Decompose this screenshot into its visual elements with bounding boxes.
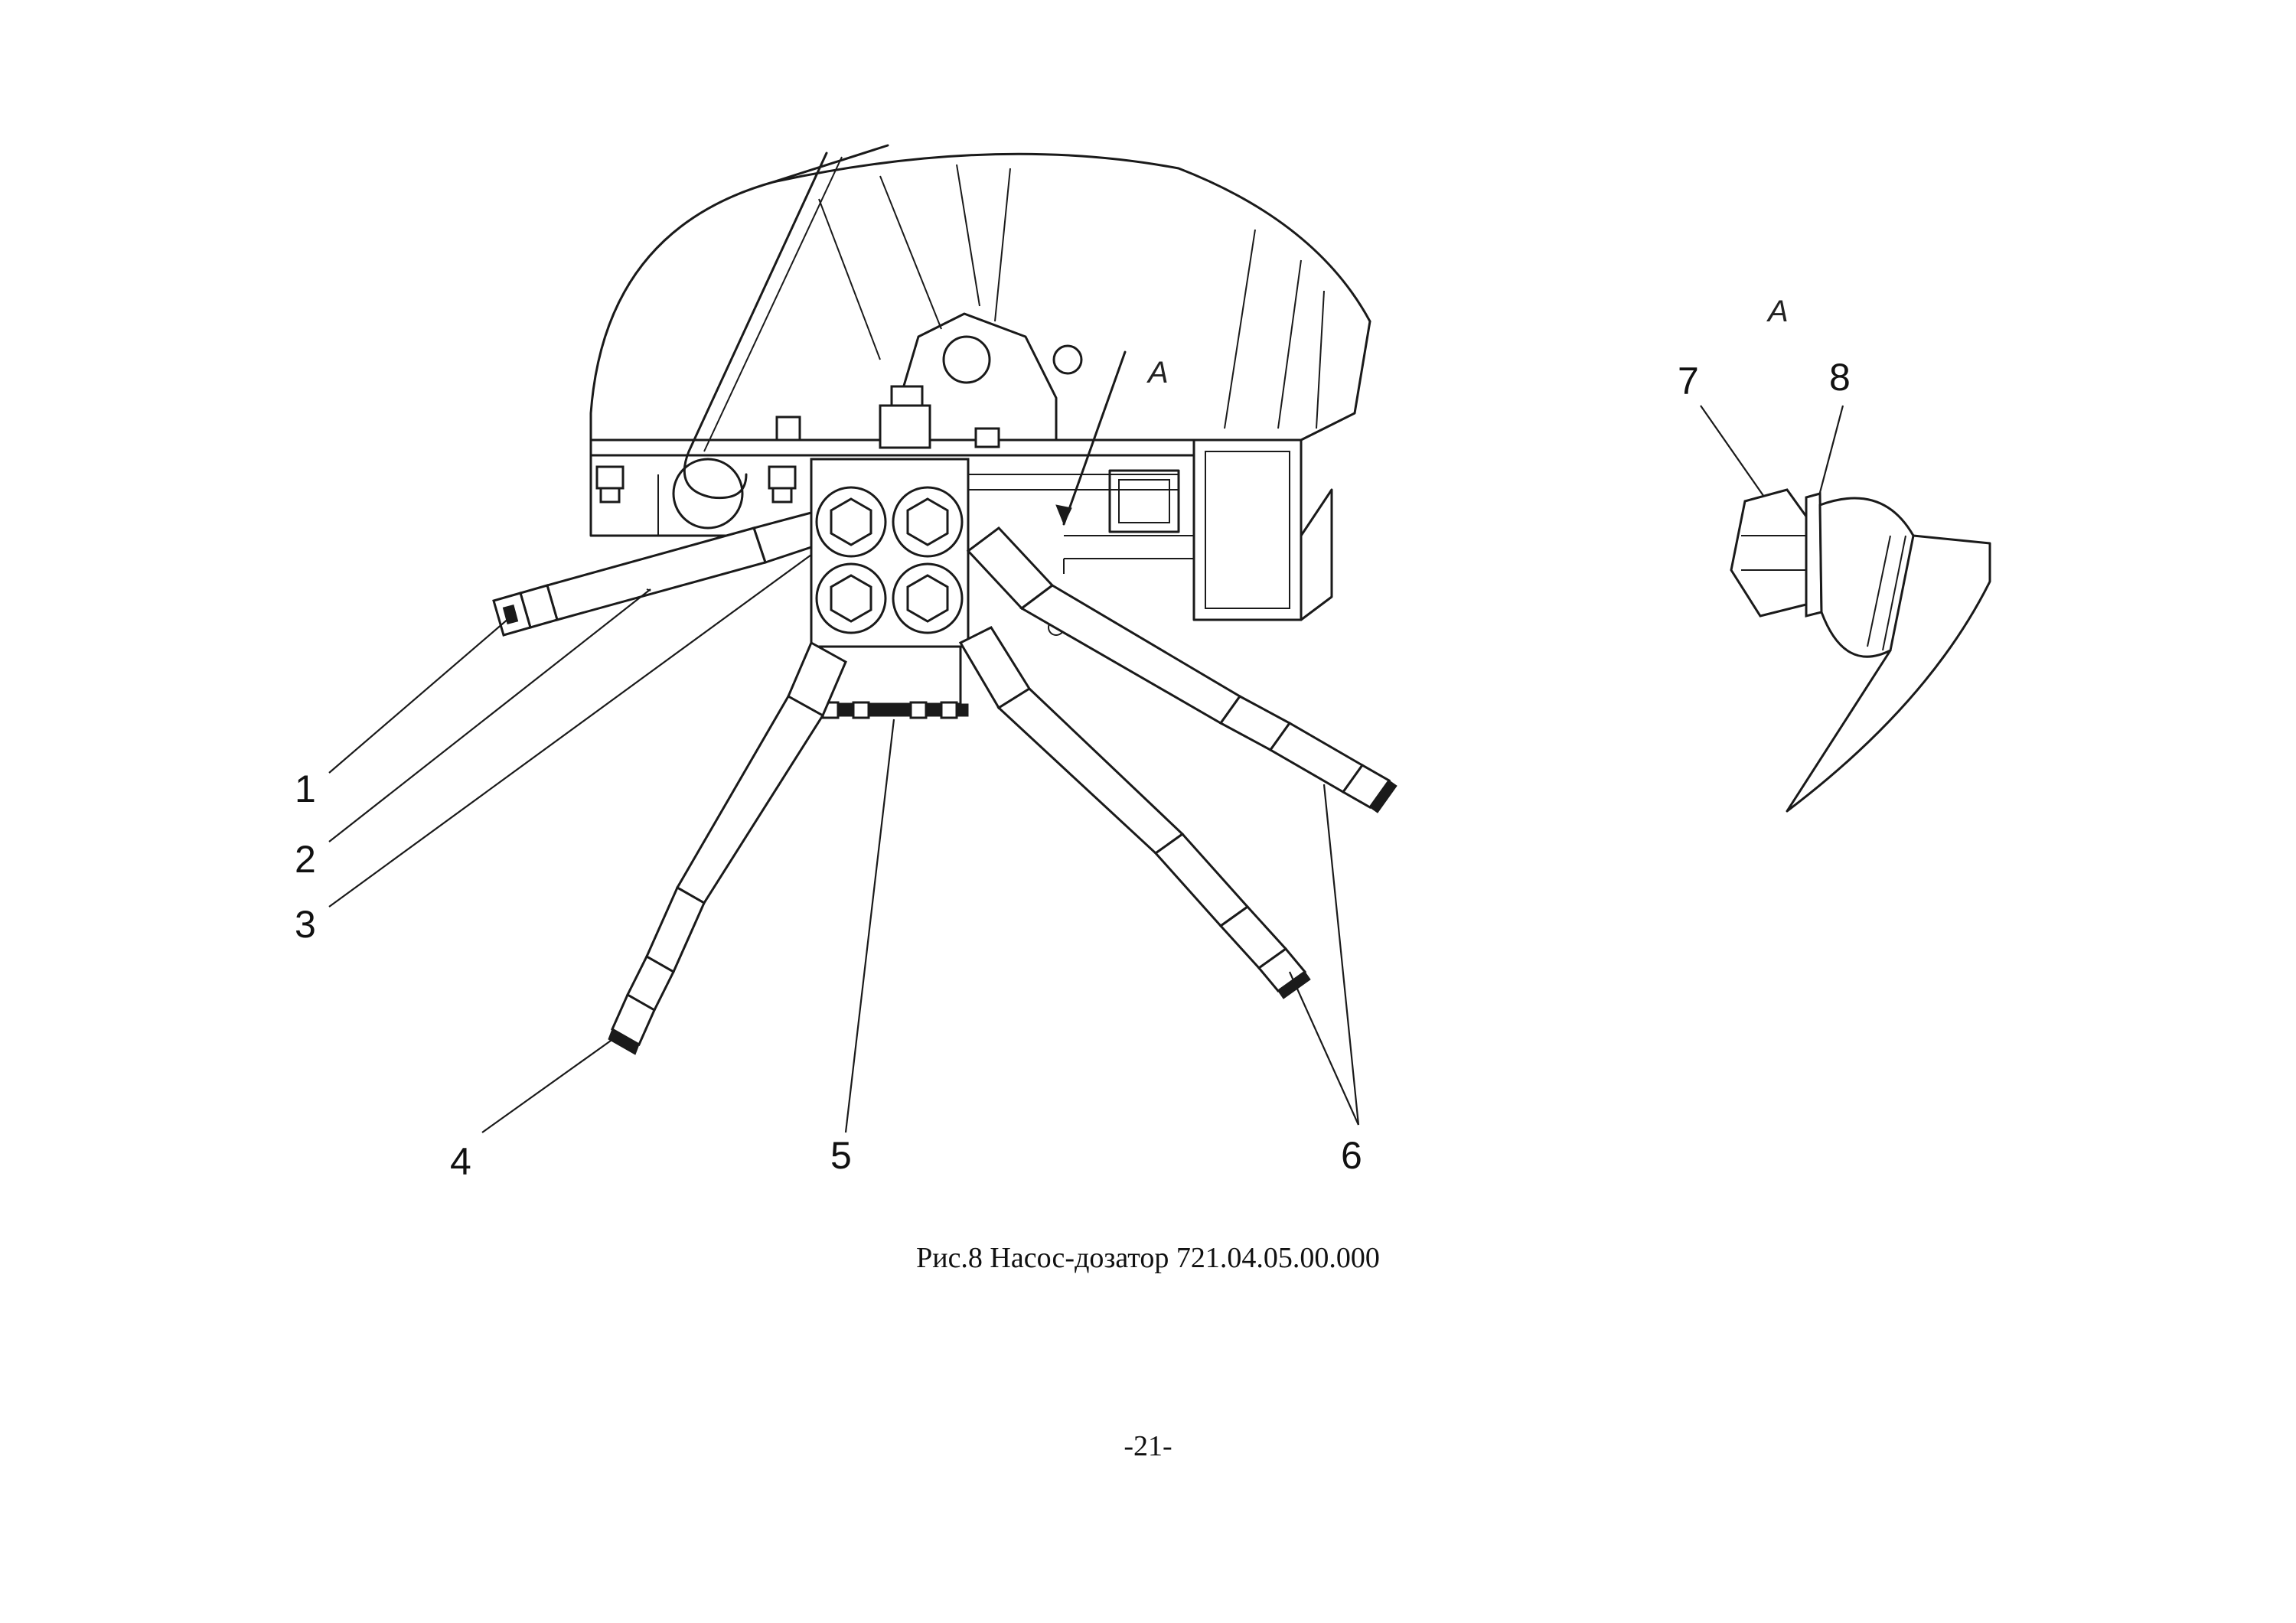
callout-4: 4 [450, 1140, 471, 1183]
detail-view-letter: А [1766, 295, 1789, 328]
hose-right [966, 526, 1397, 813]
callout-2: 2 [295, 838, 316, 881]
frame-bolt [595, 465, 625, 504]
callout-5: 5 [830, 1134, 852, 1177]
hose-lower-left [608, 640, 847, 1055]
frame-bolt [768, 465, 797, 504]
hose-left [492, 511, 813, 637]
hose-end-nut [608, 992, 656, 1055]
port-fitting [892, 562, 964, 634]
callout-7: 7 [1678, 360, 1699, 402]
frame-cutaway-view [589, 144, 1371, 636]
hose-end-nut [1257, 947, 1311, 999]
frame-bolt [775, 416, 801, 442]
frame-side-member [1192, 438, 1303, 621]
pump-dispenser-body [810, 458, 970, 719]
figure-caption: Рис.8 Насос-дозатор 721.04.05.00.000 [916, 1242, 1380, 1274]
callout-3: 3 [295, 903, 316, 946]
leader-lines [328, 405, 1844, 1133]
callout-1: 1 [295, 768, 316, 810]
ball-fitting [1818, 497, 1915, 658]
fitting-body-section [1786, 534, 1991, 813]
port-fitting [815, 486, 887, 558]
hose-end-nut [1341, 764, 1397, 813]
page-number: -21- [1124, 1430, 1172, 1462]
pump-mounting-studs [810, 701, 969, 719]
callout-labels: 1 2 3 4 5 6 7 8 [295, 356, 1851, 1183]
section-view-marker: А [1055, 350, 1169, 526]
port-fitting [892, 486, 964, 558]
detail-view-a: А [1730, 295, 1991, 813]
hose-lower-right [958, 626, 1311, 999]
control-rod [683, 152, 828, 500]
cutaway-boundary-arc [589, 152, 1371, 445]
frame-bolt [974, 427, 1000, 448]
mounting-bracket [886, 312, 1058, 442]
port-fitting [815, 562, 887, 634]
callout-8: 8 [1829, 356, 1851, 399]
section-view-letter: А [1146, 356, 1169, 389]
callout-6: 6 [1341, 1134, 1362, 1177]
